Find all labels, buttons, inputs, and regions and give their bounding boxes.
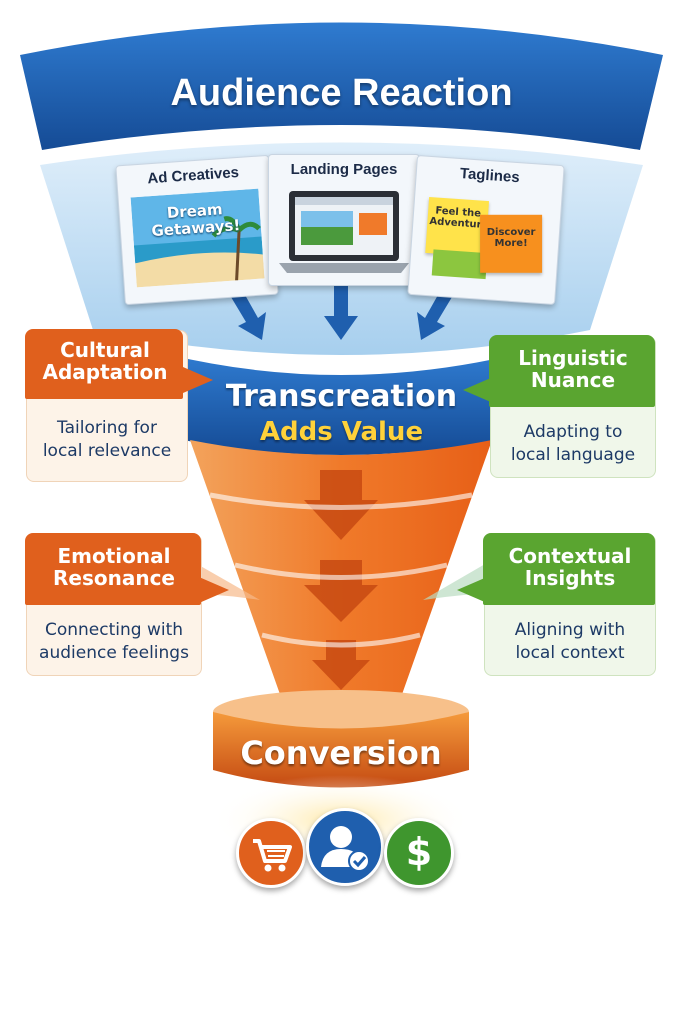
- factor-description-line-2: local context: [515, 642, 625, 663]
- factor-description: Aligning with local context: [485, 619, 655, 665]
- dollar-glyph: $: [405, 830, 433, 874]
- pointer-right: [183, 367, 213, 393]
- conversion-ring-top: [213, 690, 469, 734]
- factor-title-line-2: Nuance: [530, 368, 616, 393]
- factor-description-line-2: local language: [510, 444, 636, 465]
- conversion-ring: [213, 712, 469, 788]
- factor-description-line-2: local relevance: [42, 440, 172, 461]
- beach-image: [130, 188, 265, 288]
- factor-emotional-resonance: Emotional Resonance Connecting with audi…: [25, 533, 229, 676]
- pointer-left: [457, 577, 487, 603]
- factor-contextual-insights-header: [483, 533, 655, 605]
- factor-description-line-1: Connecting with: [44, 620, 184, 640]
- factor-linguistic-nuance: Linguistic Nuance Adapting to local lang…: [463, 335, 656, 478]
- dollar-icon: $: [384, 818, 454, 888]
- card-taglines-label: Taglines: [459, 165, 521, 187]
- factor-title-line-1: Cultural: [60, 338, 150, 362]
- factor-title: Emotional Resonance: [27, 545, 201, 590]
- laptop-icon: [279, 191, 409, 273]
- input-arrows: [228, 280, 455, 340]
- card-ad-creatives-label: Ad Creatives: [146, 163, 240, 188]
- factor-cultural-adaptation-header: [25, 329, 183, 399]
- shopping-cart-icon: [236, 818, 306, 888]
- factor-description-line-1: Aligning with: [514, 620, 626, 640]
- conversion-label: Conversion: [240, 734, 442, 772]
- pointer-left: [463, 377, 493, 403]
- factor-linguistic-nuance-header: [489, 335, 655, 407]
- cone-stripes: [209, 492, 473, 648]
- sticky-note-orange: Discover More!: [480, 214, 543, 273]
- factor-description-line-1: Adapting to: [523, 422, 623, 442]
- header-title: Audience Reaction: [170, 72, 513, 114]
- sticky-note-yellow-text: Feel the Adventure: [429, 205, 489, 232]
- factor-title-line-1: Linguistic: [518, 346, 628, 370]
- factor-title-line-1: Emotional: [57, 544, 171, 568]
- factor-title: Linguistic Nuance: [491, 347, 655, 392]
- factor-description-line-1: Tailoring for: [57, 418, 157, 438]
- factor-description: Connecting with audience feelings: [27, 619, 201, 665]
- factor-contextual-insights: Contextual Insights Aligning with local …: [457, 533, 656, 676]
- header-banner: [20, 22, 663, 150]
- factor-title-line-1: Contextual: [508, 544, 632, 568]
- funnel-band: [170, 355, 513, 455]
- factor-cultural-adaptation: Cultural Adaptation Tailoring for local …: [25, 329, 213, 482]
- factor-title: Cultural Adaptation: [27, 339, 183, 384]
- card-landing-pages-label: Landing Pages: [290, 161, 398, 178]
- factor-emotional-resonance-header: [25, 533, 201, 605]
- center-line-2: Adds Value: [259, 417, 424, 447]
- factor-title-line-2: Adaptation: [42, 360, 168, 385]
- card-taglines: Taglines Feel the Adventure Discover Mor…: [407, 155, 565, 305]
- user-check-glyph: [321, 826, 370, 872]
- shopping-cart-glyph: [253, 839, 292, 872]
- factor-title-line-2: Insights: [524, 566, 616, 591]
- pointer-right: [199, 577, 229, 603]
- center-line-1: Transcreation: [225, 379, 458, 414]
- user-check-icon: [306, 808, 384, 886]
- factor-description: Adapting to local language: [491, 421, 655, 467]
- sticky-note-orange-text: Discover More!: [486, 226, 536, 249]
- sticky-note-green: [431, 249, 488, 280]
- factor-title-line-2: Resonance: [52, 566, 175, 591]
- card-landing-pages: Landing Pages: [268, 154, 420, 286]
- factor-description: Tailoring for local relevance: [27, 417, 187, 463]
- factor-description-line-2: audience feelings: [39, 642, 189, 663]
- factor-title: Contextual Insights: [485, 545, 655, 590]
- card-ad-creatives: Ad Creatives Dream Getaways!: [115, 154, 279, 306]
